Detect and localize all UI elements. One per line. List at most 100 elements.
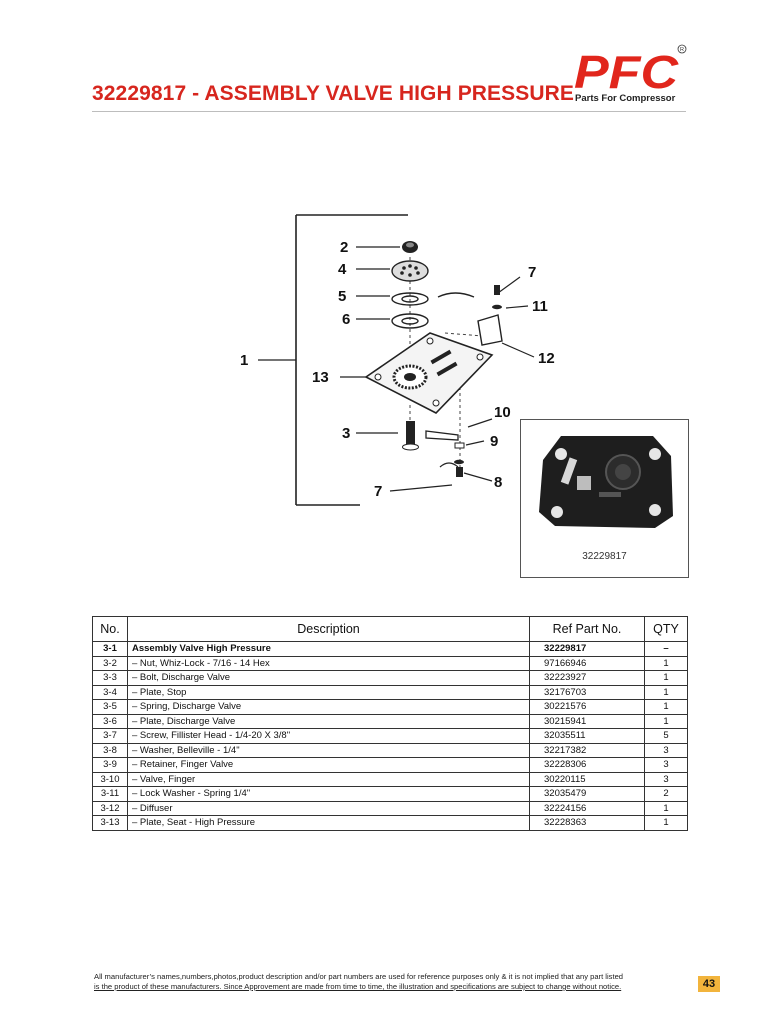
cell-description: – Nut, Whiz-Lock - 7/16 - 14 Hex [127, 655, 530, 671]
cell-qty: 2 [644, 786, 688, 802]
photo-caption: 32229817 [582, 551, 627, 562]
cell-no: 3-5 [92, 699, 128, 715]
callout-6: 6 [342, 311, 350, 328]
cell-ref: 32224156 [529, 800, 645, 816]
cell-description: – Lock Washer - Spring 1/4" [127, 786, 530, 802]
cell-no: 3-7 [92, 728, 128, 744]
table-row: 3-4 – Plate, Stop 32176703 1 [92, 684, 688, 700]
cell-ref: 30221576 [529, 699, 645, 715]
cell-description: – Plate, Discharge Valve [127, 713, 530, 729]
header-no: No. [92, 616, 128, 642]
table-row: 3-10 – Valve, Finger 30220115 3 [92, 771, 688, 787]
cell-no: 3-11 [92, 786, 128, 802]
table-row: 3-2 – Nut, Whiz-Lock - 7/16 - 14 Hex 971… [92, 655, 688, 671]
cell-no: 3-2 [92, 655, 128, 671]
cell-qty: 1 [644, 713, 688, 729]
seat-plate-part [364, 332, 494, 414]
cell-description: – Plate, Seat - High Pressure [127, 815, 530, 831]
cell-description: – Bolt, Discharge Valve [127, 670, 530, 686]
cell-ref: 32035511 [529, 728, 645, 744]
cell-qty: 1 [644, 699, 688, 715]
cell-ref: 32035479 [529, 786, 645, 802]
header-description: Description [127, 616, 530, 642]
cell-ref: 30215941 [529, 713, 645, 729]
callout-3: 3 [342, 425, 350, 442]
cell-no: 3-12 [92, 800, 128, 816]
cell-no: 3-6 [92, 713, 128, 729]
header-ref-part-no: Ref Part No. [529, 616, 645, 642]
product-photo [539, 436, 673, 528]
footer-disclaimer: All manufacturer’s names,numbers,photos,… [94, 972, 694, 992]
cell-description: – Screw, Fillister Head - 1/4-20 X 3/8" [127, 728, 530, 744]
cell-no: 3-8 [92, 742, 128, 758]
callout-labels: 2 4 5 6 1 13 3 7 7 11 12 10 9 8 [240, 239, 555, 500]
exploded-view-diagram: 2 4 5 6 1 13 3 7 7 11 12 10 9 8 [240, 214, 555, 506]
table-row: 3-11 – Lock Washer - Spring 1/4" 3203547… [92, 786, 688, 802]
callout-2: 2 [340, 239, 348, 256]
callout-5: 5 [338, 288, 346, 305]
footer-line-1: All manufacturer’s names,numbers,photos,… [94, 972, 624, 981]
logo-subtitle: Parts For Compressor [575, 93, 676, 104]
parts-table: No. Description Ref Part No. QTY 3-1 Ass… [92, 616, 688, 831]
table-row: 3-9 – Retainer, Finger Valve 32228306 3 [92, 757, 688, 773]
finger-valve-part [425, 430, 465, 449]
cell-description: – Plate, Stop [127, 684, 530, 700]
table-header-row: No. Description Ref Part No. QTY [92, 616, 688, 642]
cell-ref: 30220115 [529, 771, 645, 787]
footer-line-2: is the product of these manufacturers. S… [94, 982, 622, 991]
table-row: 3-5 – Spring, Discharge Valve 30221576 1 [92, 699, 688, 715]
cell-no: 3-13 [92, 815, 128, 831]
nut-part [402, 241, 418, 253]
cell-qty: 1 [644, 800, 688, 816]
callout-13: 13 [312, 369, 329, 386]
screw-parts [402, 285, 502, 477]
cell-qty: 3 [644, 742, 688, 758]
callout-1: 1 [240, 352, 248, 369]
registered-mark: R [680, 47, 684, 53]
callout-7-lower: 7 [374, 483, 382, 500]
callout-12: 12 [538, 350, 555, 367]
title-divider [92, 111, 686, 112]
pfc-logo-letters: PFC [574, 46, 679, 98]
table-row: 3-7 – Screw, Fillister Head - 1/4-20 X 3… [92, 728, 688, 744]
diffuser-part [477, 314, 503, 346]
spring-part [391, 292, 475, 306]
cell-qty: 3 [644, 757, 688, 773]
callout-7-upper: 7 [528, 264, 536, 281]
table-row: 3-13 – Plate, Seat - High Pressure 32228… [92, 815, 688, 831]
cell-qty: 1 [644, 815, 688, 831]
cell-ref: 97166946 [529, 655, 645, 671]
page-title: 32229817 - ASSEMBLY VALVE HIGH PRESSURE [92, 82, 575, 105]
pfc-logo: PFC R [574, 44, 687, 98]
cell-no: 3-1 [92, 641, 128, 657]
table-row: 3-3 – Bolt, Discharge Valve 32223927 1 [92, 670, 688, 686]
page-number-badge: 43 [698, 976, 720, 992]
callout-8: 8 [494, 474, 502, 491]
table-row: 3-12 – Diffuser 32224156 1 [92, 800, 688, 816]
cell-description: – Washer, Belleville - 1/4" [127, 742, 530, 758]
header-qty: QTY [644, 616, 688, 642]
cell-ref: 32229817 [529, 641, 645, 657]
cell-qty: – [644, 641, 688, 657]
cell-no: 3-10 [92, 771, 128, 787]
cell-description: – Retainer, Finger Valve [127, 757, 530, 773]
cell-ref: 32217382 [529, 742, 645, 758]
table-row: 3-8 – Washer, Belleville - 1/4" 32217382… [92, 742, 688, 758]
registered-mark-icon [677, 44, 687, 54]
cell-ref: 32228363 [529, 815, 645, 831]
valve-plate-part [391, 313, 429, 329]
cell-ref: 32223927 [529, 670, 645, 686]
cell-no: 3-4 [92, 684, 128, 700]
cell-description: – Spring, Discharge Valve [127, 699, 530, 715]
cell-description: – Valve, Finger [127, 771, 530, 787]
cell-description: – Diffuser [127, 800, 530, 816]
cell-qty: 5 [644, 728, 688, 744]
table-row: 3-1 Assembly Valve High Pressure 3222981… [92, 641, 688, 657]
callout-4: 4 [338, 261, 347, 278]
callout-10: 10 [494, 404, 511, 421]
cell-qty: 3 [644, 771, 688, 787]
cell-qty: 1 [644, 655, 688, 671]
cell-no: 3-3 [92, 670, 128, 686]
stop-plate-part [391, 260, 429, 282]
product-photo-frame: 32229817 [520, 419, 689, 578]
